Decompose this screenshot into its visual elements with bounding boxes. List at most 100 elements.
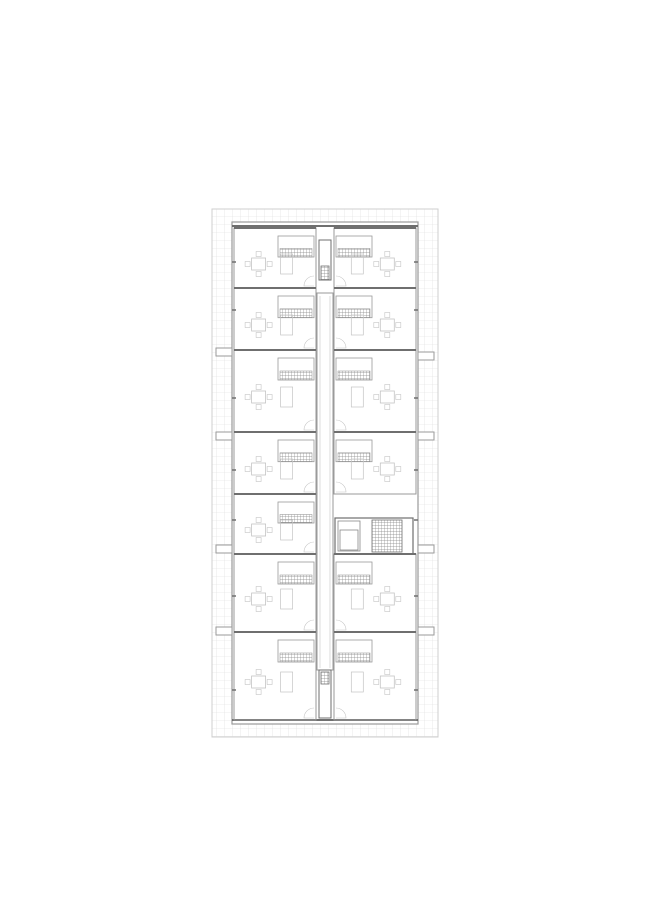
chair xyxy=(373,261,380,267)
chair xyxy=(255,404,262,410)
chair xyxy=(384,332,391,338)
chair xyxy=(255,586,262,592)
chair xyxy=(266,679,273,685)
sofa xyxy=(280,253,293,275)
chair xyxy=(384,606,391,612)
unit-l1 xyxy=(233,227,317,289)
chair xyxy=(266,596,273,602)
chair xyxy=(255,271,262,277)
kitchen-counter xyxy=(279,452,313,462)
chair xyxy=(384,251,391,257)
chair xyxy=(266,527,273,533)
chair xyxy=(244,466,251,472)
door-swing xyxy=(335,337,347,349)
chair xyxy=(266,466,273,472)
chair xyxy=(244,394,251,400)
chair xyxy=(384,271,391,277)
kitchen-counter xyxy=(279,370,313,381)
door-swing xyxy=(335,275,347,287)
table xyxy=(251,257,267,271)
chair xyxy=(255,312,262,318)
kitchen-counter xyxy=(337,248,371,258)
chair xyxy=(255,332,262,338)
chair xyxy=(255,517,262,523)
sofa xyxy=(280,588,293,610)
door-swing xyxy=(303,541,315,553)
chair xyxy=(384,669,391,675)
table xyxy=(251,318,267,332)
chair xyxy=(255,669,262,675)
kitchen-counter xyxy=(279,652,313,663)
sofa xyxy=(280,671,293,693)
chair xyxy=(266,322,273,328)
chair xyxy=(384,312,391,318)
sofa xyxy=(350,314,364,336)
chair xyxy=(266,261,273,267)
door-swing xyxy=(303,619,315,631)
chair xyxy=(255,384,262,390)
door-swing xyxy=(335,481,347,493)
table xyxy=(379,257,395,271)
kitchen-counter xyxy=(337,452,371,462)
chair xyxy=(255,689,262,695)
chair xyxy=(373,394,380,400)
kitchen-counter xyxy=(337,574,371,585)
sofa xyxy=(350,671,364,693)
chair xyxy=(255,456,262,462)
chair xyxy=(255,537,262,543)
chair xyxy=(395,596,402,602)
sofa xyxy=(350,253,364,275)
chair xyxy=(266,394,273,400)
sofa xyxy=(280,314,293,336)
table xyxy=(251,523,267,537)
stair-core xyxy=(334,517,414,555)
kitchen-counter xyxy=(279,248,313,258)
kitchen-counter xyxy=(279,514,313,524)
chair xyxy=(373,322,380,328)
door-swing xyxy=(303,275,315,287)
chair xyxy=(395,679,402,685)
unit-l6 xyxy=(233,553,317,633)
table xyxy=(379,462,395,476)
edge-markers xyxy=(232,261,418,691)
sofa xyxy=(350,588,364,610)
sofa xyxy=(280,519,293,541)
unit-l7 xyxy=(233,631,317,721)
chair xyxy=(244,261,251,267)
table xyxy=(251,675,267,689)
door-swing xyxy=(335,419,347,431)
unit-r4 xyxy=(333,431,417,495)
table xyxy=(251,592,267,606)
chair xyxy=(384,384,391,390)
sofa xyxy=(280,458,293,480)
chair xyxy=(384,404,391,410)
chair xyxy=(255,251,262,257)
unit-r2 xyxy=(333,287,417,351)
chair xyxy=(395,261,402,267)
kitchen-counter xyxy=(337,370,371,381)
chair xyxy=(255,606,262,612)
door-swing xyxy=(335,619,347,631)
kitchen-counter xyxy=(279,574,313,585)
table xyxy=(251,462,267,476)
door-swing xyxy=(303,419,315,431)
kitchen-counter xyxy=(337,308,371,318)
chair xyxy=(384,476,391,482)
table xyxy=(251,390,267,404)
balcony-notches xyxy=(215,347,435,636)
door-swing xyxy=(303,707,315,719)
chair xyxy=(395,322,402,328)
chair xyxy=(384,586,391,592)
table xyxy=(379,390,395,404)
table xyxy=(379,318,395,332)
chair xyxy=(373,679,380,685)
chair xyxy=(395,394,402,400)
chair xyxy=(244,679,251,685)
central-corridor xyxy=(316,292,334,671)
door-swing xyxy=(335,707,347,719)
sofa xyxy=(350,458,364,480)
unit-l2 xyxy=(233,287,317,351)
chair xyxy=(373,596,380,602)
kitchen-counter xyxy=(337,652,371,663)
